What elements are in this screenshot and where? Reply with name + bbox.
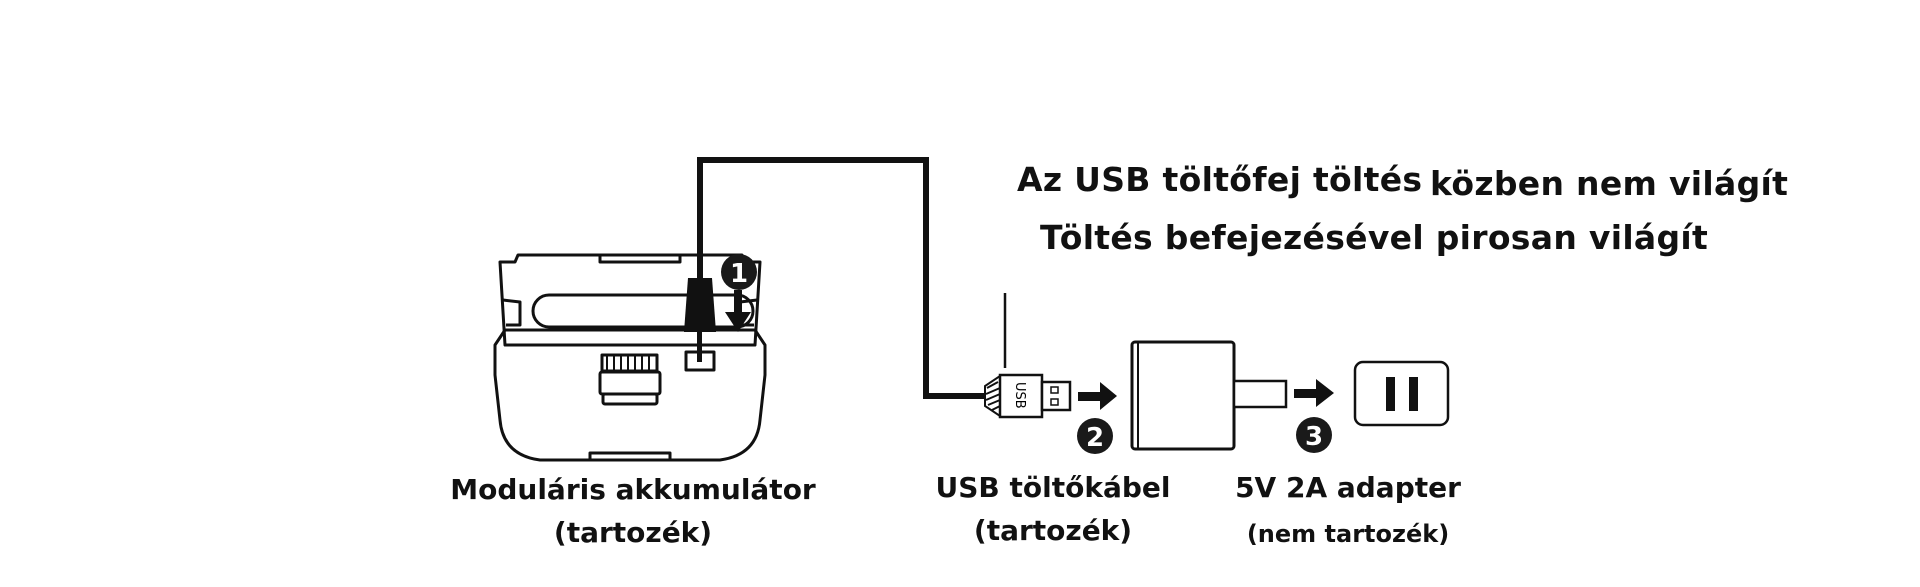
usb-plug-label: USB <box>1012 382 1027 409</box>
step-2-badge: 2 <box>1077 418 1113 454</box>
arrow-to-adapter-icon <box>1078 382 1117 410</box>
battery-note: (tartozék) <box>553 516 713 549</box>
dock-latch-lip <box>601 392 659 406</box>
usb-plug-illustration: USB <box>984 373 1072 419</box>
battery-name: Moduláris akkumulátor <box>450 473 816 506</box>
adapter-name: 5V 2A adapter <box>1235 471 1461 504</box>
status-line-1-part-1: Az USB töltőfej töltés <box>1017 160 1423 199</box>
adapter-illustration <box>1130 340 1288 451</box>
dock-cover-notch <box>598 255 682 264</box>
insert-arrow-icon <box>725 290 751 332</box>
battery-dock-illustration <box>493 253 767 462</box>
arrow-to-outlet-icon <box>1294 379 1334 407</box>
step-3-badge: 3 <box>1296 417 1332 453</box>
connector-pins <box>606 355 650 371</box>
dock-left-clip <box>502 298 522 327</box>
usb-cable-name: USB töltőkábel <box>935 471 1171 504</box>
step-1-badge: 1 <box>721 254 757 290</box>
plugged-cable-head <box>684 278 716 362</box>
adapter-note: (nem tartozék) <box>1246 520 1450 548</box>
usb-cable-note: (tartozék) <box>973 514 1133 547</box>
wall-outlet-icon <box>1353 360 1450 427</box>
dock-body <box>493 328 767 462</box>
dock-slot <box>531 293 755 329</box>
status-line-1-part-2: közben nem világít <box>1430 164 1789 203</box>
step-3-number: 3 <box>1305 422 1323 452</box>
status-line-2: Töltés befejezésével pirosan világít <box>1040 218 1709 257</box>
step-1-number: 1 <box>730 259 748 289</box>
step-2-number: 2 <box>1086 423 1104 453</box>
dock-foot <box>588 451 672 460</box>
dock-latch <box>598 370 662 396</box>
usb-cable <box>697 157 985 399</box>
